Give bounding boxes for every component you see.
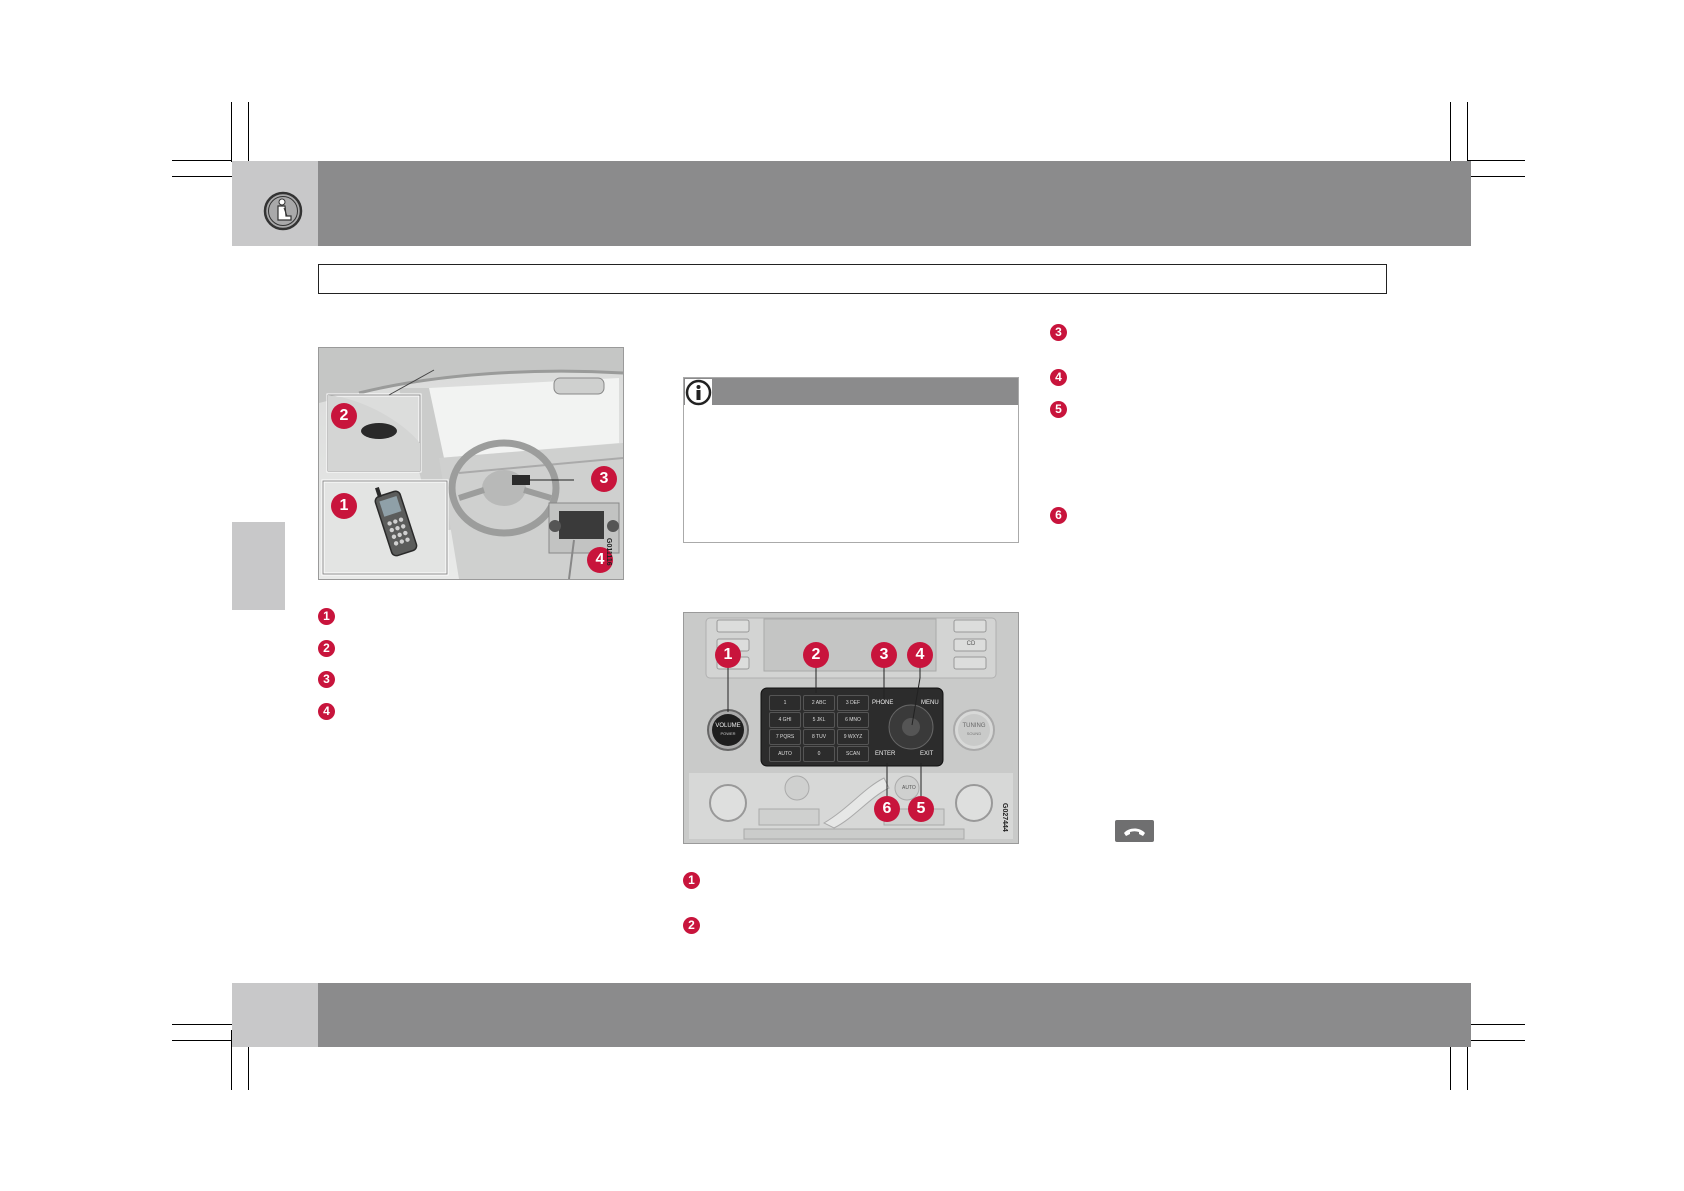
- crop-mark: [1467, 1024, 1525, 1025]
- crop-mark: [172, 176, 232, 177]
- list-mid-item-2: 2: [683, 917, 700, 934]
- section-title-box: [318, 264, 1387, 294]
- keypad-key: 4 GHI: [769, 712, 801, 728]
- figure1-code: G011116: [605, 538, 612, 566]
- keypad-key: AUTO: [769, 746, 801, 762]
- keypad-key: 6 MNO: [837, 712, 869, 728]
- figure1-callout-3: 3: [591, 466, 617, 492]
- keypad-key: 3 DEF: [837, 695, 869, 711]
- crop-mark: [1467, 102, 1468, 162]
- figure-car-interior: 1 2 3 4 G011116: [318, 347, 624, 580]
- figure2-code: G027444: [1001, 803, 1008, 832]
- label-power: POWER: [720, 731, 736, 736]
- footer-tab: [232, 983, 318, 1047]
- figure1-callout-1: 1: [331, 493, 357, 519]
- crop-mark: [248, 102, 249, 162]
- figure1-callout-4: 4: [587, 547, 613, 573]
- figure2-callout-4: 4: [907, 642, 933, 668]
- chapter-tab: [232, 522, 285, 610]
- crop-mark: [1450, 102, 1451, 162]
- label-volume: VOLUME: [715, 723, 741, 729]
- label-phone: PHONE: [872, 700, 894, 706]
- crop-mark: [231, 102, 232, 162]
- keypad-key: 0: [803, 746, 835, 762]
- crop-mark: [1467, 160, 1525, 161]
- figure-control-panel: 1 2 ABC 3 DEF 4 GHI 5 JKL 6 MNO 7 PQRS 8…: [683, 612, 1019, 844]
- keypad-key: 5 JKL: [803, 712, 835, 728]
- list-right-item-6: 6: [1050, 507, 1067, 524]
- crop-mark: [172, 160, 232, 161]
- crop-mark: [172, 1040, 232, 1041]
- figure2-callout-6: 6: [874, 796, 900, 822]
- keypad-key: 9 WXYZ: [837, 729, 869, 745]
- label-auto: AUTO: [902, 785, 916, 791]
- label-sound: SOUND: [966, 731, 982, 736]
- crop-mark: [231, 1030, 232, 1090]
- info-icon: [685, 379, 712, 406]
- keypad-key: 2 ABC: [803, 695, 835, 711]
- list-mid-item-1: 1: [683, 872, 700, 889]
- list-left-item-2: 2: [318, 640, 335, 657]
- crop-mark: [172, 1024, 232, 1025]
- figure2-callout-5: 5: [908, 796, 934, 822]
- end-call-icon: [1115, 820, 1154, 842]
- label-exit: EXIT: [920, 751, 934, 757]
- label-cd: CD: [966, 641, 976, 647]
- list-left-item-4: 4: [318, 703, 335, 720]
- keypad-key: 8 TUV: [803, 729, 835, 745]
- figure2-callout-3: 3: [871, 642, 897, 668]
- crop-mark: [248, 1030, 249, 1090]
- list-right-item-5: 5: [1050, 401, 1067, 418]
- label-enter: ENTER: [875, 751, 896, 757]
- footer-bar: [318, 983, 1471, 1047]
- keypad-key: SCAN: [837, 746, 869, 762]
- header-bar: [318, 161, 1471, 246]
- figure2-callout-2: 2: [803, 642, 829, 668]
- list-right-item-4: 4: [1050, 369, 1067, 386]
- list-right-item-3: 3: [1050, 324, 1067, 341]
- note-header: [684, 378, 1018, 405]
- figure1-callout-2: 2: [331, 403, 357, 429]
- label-menu: MENU: [921, 700, 939, 706]
- figure2-callout-1: 1: [715, 642, 741, 668]
- seat-icon: [263, 191, 303, 231]
- crop-mark: [1450, 1030, 1451, 1090]
- list-left-item-1: 1: [318, 608, 335, 625]
- note-box: [683, 377, 1019, 543]
- crop-mark: [1467, 1040, 1525, 1041]
- keypad-key: 7 PQRS: [769, 729, 801, 745]
- crop-mark: [1467, 176, 1525, 177]
- crop-mark: [1467, 1030, 1468, 1090]
- list-left-item-3: 3: [318, 671, 335, 688]
- keypad-key: 1: [769, 695, 801, 711]
- label-tuning: TUNING: [962, 723, 986, 729]
